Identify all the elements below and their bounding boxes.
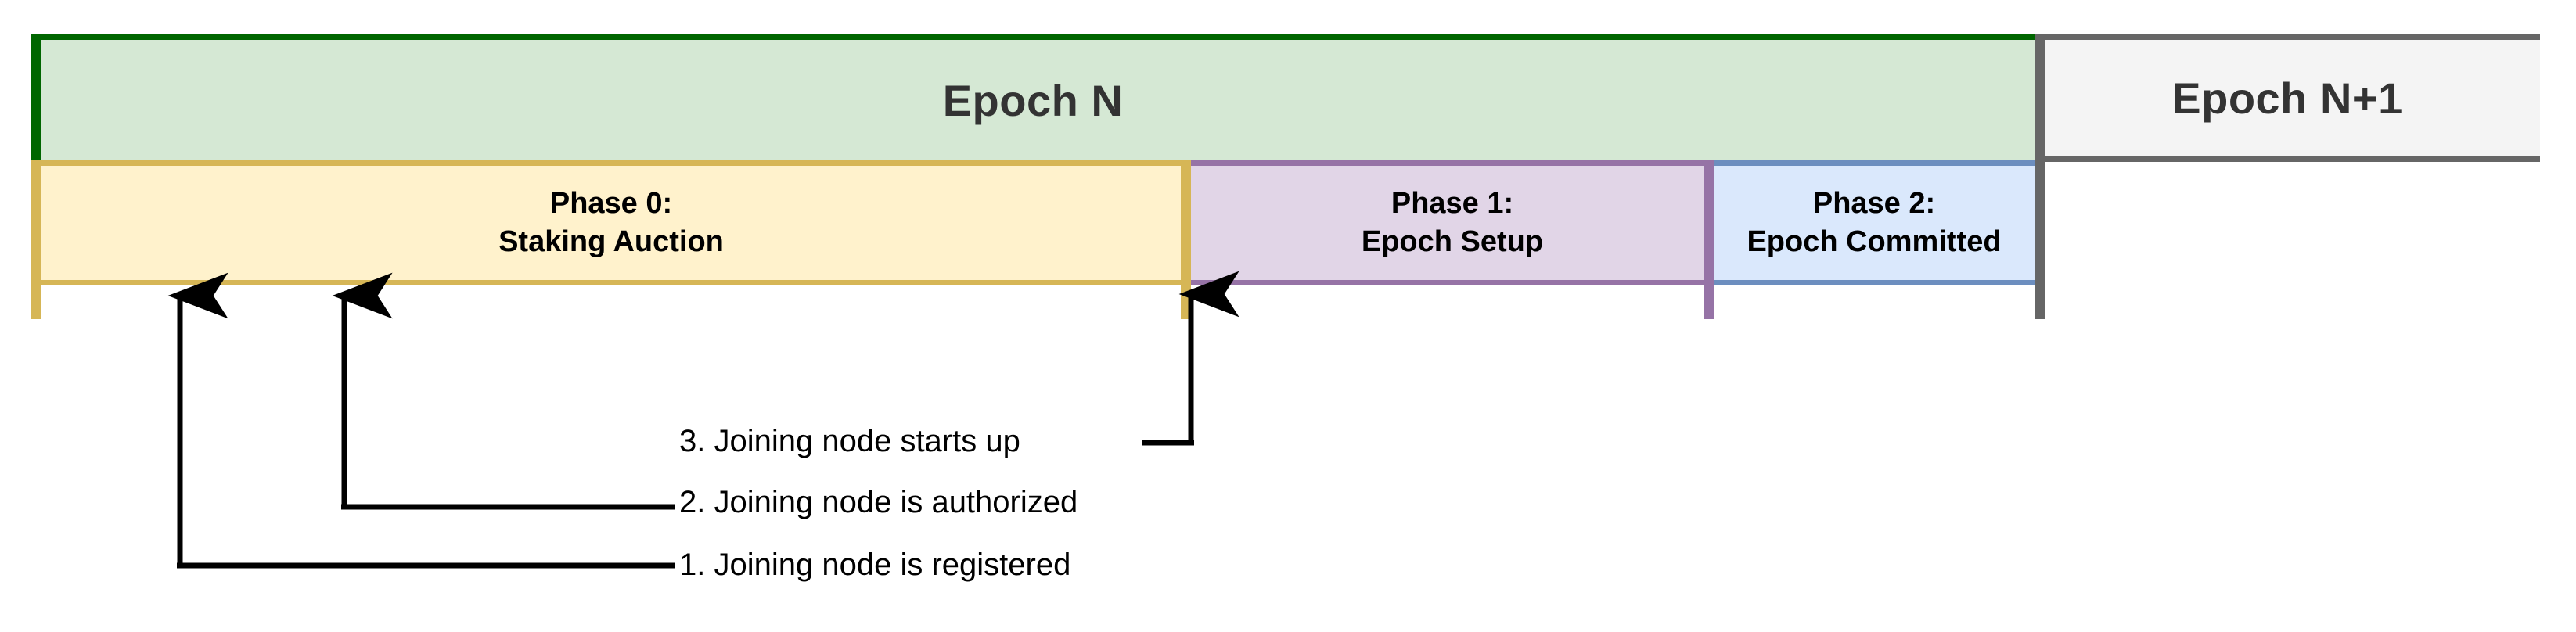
phase-1-title: Phase 1: [1391,187,1514,221]
epoch-n-box: Epoch N [31,34,2035,160]
callout-label-2: 2. Joining node is authorized [679,485,1078,519]
epoch-n-left-edge [31,34,41,161]
epoch-n-label: Epoch N [942,75,1124,125]
phase-2-subtitle: Epoch Committed [1747,225,2002,258]
phase-0-title: Phase 0: [549,187,673,221]
phase-0-start-tick [31,160,41,319]
epoch-boundary-divider [2035,34,2045,319]
phase-2-title: Phase 2: [1812,187,1936,221]
epoch-n1-label: Epoch N+1 [2171,73,2403,123]
phase-1-end-tick [1704,160,1714,319]
phase-0-subtitle: Staking Auction [498,225,724,258]
epoch-n1-box: Epoch N+1 [2035,34,2540,162]
phase-1-box: Phase 1: Epoch Setup [1191,160,1714,285]
callout-label-3: 3. Joining node starts up [679,424,1020,458]
phase-1-subtitle: Epoch Setup [1361,225,1544,258]
callout-label-1: 1. Joining node is registered [679,548,1071,582]
phase-0-box: Phase 0: Staking Auction [31,160,1191,285]
phase-2-box: Phase 2: Epoch Committed [1714,160,2035,285]
